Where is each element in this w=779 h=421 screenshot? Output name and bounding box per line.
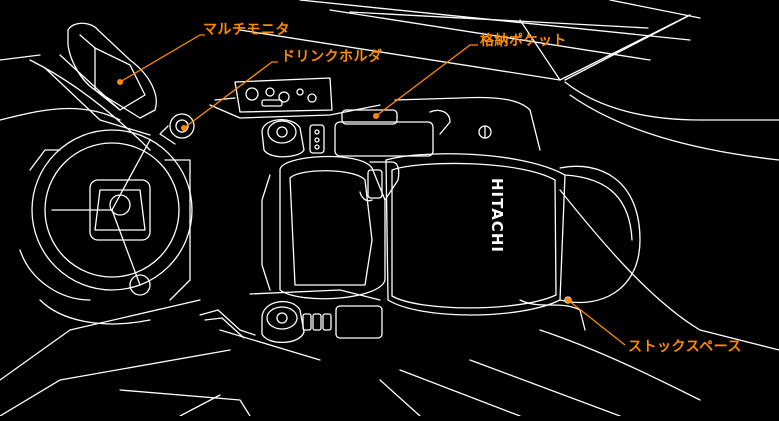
seat-brand-text: HITACHI bbox=[488, 178, 506, 253]
drink-holder-leader bbox=[183, 61, 278, 129]
stock-space-label: ストックスペース bbox=[628, 339, 742, 355]
stock-space-pointer bbox=[565, 297, 571, 303]
multi-monitor bbox=[44, 22, 157, 136]
left-cab-frame bbox=[0, 54, 421, 417]
operator-seat bbox=[261, 153, 641, 316]
storage-pocket-leader bbox=[375, 44, 478, 117]
multi-monitor-pointer bbox=[117, 79, 123, 85]
storage-pocket-pointer bbox=[373, 113, 379, 119]
storage-pocket-label: 格納ポケット bbox=[480, 33, 567, 49]
storage-pocket bbox=[334, 96, 541, 157]
stock-space-leader bbox=[567, 299, 626, 346]
right-control-panel bbox=[209, 77, 381, 119]
multi-monitor-label: マルチモニタ bbox=[203, 22, 290, 38]
steering-wheel bbox=[19, 129, 193, 301]
drink-holder bbox=[159, 113, 195, 145]
left-joystick bbox=[199, 289, 383, 344]
right-joystick bbox=[261, 119, 325, 158]
drink-holder-pointer bbox=[181, 125, 187, 131]
top-window-frame bbox=[239, 0, 701, 81]
right-cab-frame bbox=[399, 81, 779, 417]
multi-monitor-leader bbox=[119, 34, 205, 83]
drink-holder-label: ドリンクホルダ bbox=[281, 49, 383, 65]
